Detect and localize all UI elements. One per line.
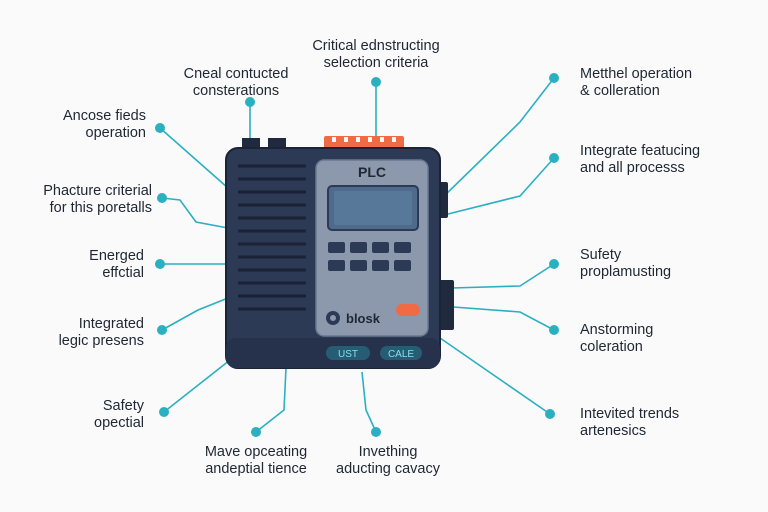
- callout-line: Sufety: [580, 247, 622, 263]
- keypad-key[interactable]: [328, 260, 345, 271]
- connector-right-5: [439, 337, 551, 415]
- keypad-key[interactable]: [372, 242, 389, 253]
- callout-line: artenesics: [580, 423, 647, 439]
- callout-line: Safety: [102, 398, 144, 414]
- keypad-key[interactable]: [328, 242, 345, 253]
- plc-device: PLC blosk UST CALE: [225, 136, 454, 369]
- callout-left-2: Phacture criterial for this poretalls: [4, 183, 152, 217]
- plc-title: PLC: [358, 164, 386, 180]
- callout-line: proplamusting: [580, 264, 672, 280]
- callout-right-3: Sufety proplamusting: [580, 247, 760, 281]
- callout-line: Critical ednstructing: [312, 38, 440, 54]
- terminal-pins: [332, 137, 396, 142]
- connector-left-4: [161, 297, 229, 331]
- brand-logo-inner: [330, 315, 336, 321]
- keypad-key[interactable]: [350, 242, 367, 253]
- connector-right-3: [451, 263, 555, 289]
- callout-line: Cneal contucted: [183, 66, 289, 82]
- callout-left-1: Ancose fieds operation: [10, 108, 146, 142]
- callout-right-1: Metthel operation & colleration: [580, 66, 760, 100]
- dot-top-center: [371, 77, 381, 87]
- dot-bottom-center: [371, 427, 381, 437]
- callout-line: aducting cavacy: [336, 461, 440, 477]
- callout-line: effctial: [102, 265, 144, 281]
- callout-line: opectial: [94, 415, 144, 431]
- keypad-key[interactable]: [394, 242, 411, 253]
- dot-left-3: [155, 259, 165, 269]
- callout-line: Ancose fieds: [62, 108, 146, 124]
- callout-line: Integrate featucing: [580, 143, 701, 159]
- callout-line: andeptial tience: [205, 461, 307, 477]
- dot-right-2: [549, 153, 559, 163]
- callout-line: & colleration: [580, 83, 660, 99]
- device-bottom-band: [226, 338, 440, 368]
- callout-line: Metthel operation: [580, 66, 693, 82]
- callout-line: Phacture criterial: [43, 183, 152, 199]
- callout-line: coleration: [580, 339, 643, 355]
- callout-line: consterations: [192, 83, 280, 99]
- ust-button: [326, 346, 370, 360]
- dot-right-3: [549, 259, 559, 269]
- cale-button-label[interactable]: CALE: [388, 349, 414, 360]
- dot-right-4: [549, 325, 559, 335]
- callout-right-5: Intevited trends artenesics: [580, 406, 760, 440]
- display-glass: [334, 191, 412, 225]
- callout-right-2: Integrate featucing and all processs: [580, 143, 760, 177]
- callout-line: Integrated: [78, 316, 144, 332]
- connector-bottom-center: [361, 371, 377, 433]
- callout-line: Anstorming: [580, 322, 654, 338]
- keypad-key[interactable]: [372, 260, 389, 271]
- connector-bottom-left: [255, 367, 287, 433]
- dot-left-1: [155, 123, 165, 133]
- speaker-grille: [238, 164, 306, 311]
- brand-name: blosk: [346, 311, 381, 326]
- callout-right-4: Anstorming coleration: [580, 322, 760, 356]
- callout-left-3: Energed effctial: [10, 248, 144, 282]
- connector-left-1: [159, 127, 229, 189]
- connector-left-2: [161, 197, 229, 229]
- dot-top-left: [245, 97, 255, 107]
- callout-bottom-center: Invething aducting cavacy: [318, 444, 458, 478]
- connector-left-5: [163, 359, 231, 413]
- callout-bottom-left: Mave opceating andeptial tience: [186, 444, 326, 478]
- callout-line: for this poretalls: [49, 200, 152, 216]
- dot-right-1: [549, 73, 559, 83]
- callout-top-left: Cneal contucted consterations: [166, 66, 306, 100]
- status-indicator: [396, 304, 420, 316]
- callout-line: legic presens: [58, 333, 144, 349]
- keypad: [328, 242, 411, 271]
- keypad-key[interactable]: [394, 260, 411, 271]
- callout-line: Mave opceating: [204, 444, 308, 460]
- callout-line: Intevited trends: [580, 406, 680, 422]
- callout-left-4: Integrated legic presens: [10, 316, 144, 350]
- cale-button: [380, 346, 422, 360]
- keypad-key[interactable]: [350, 260, 367, 271]
- callout-line: Invething: [358, 444, 418, 460]
- callout-line: and all processs: [580, 160, 685, 176]
- dot-left-5: [159, 407, 169, 417]
- connector-right-1: [439, 77, 555, 201]
- dot-bottom-left: [251, 427, 261, 437]
- dot-left-4: [157, 325, 167, 335]
- callout-top-center: Critical ednstructing selection criteria: [296, 38, 456, 72]
- callout-line: operation: [85, 125, 146, 141]
- connector-right-2: [439, 157, 555, 217]
- connector-lines: [159, 77, 555, 433]
- connector-dots: [155, 73, 559, 437]
- callout-line: Energed: [89, 248, 144, 264]
- dot-left-2: [157, 193, 167, 203]
- ust-button-label[interactable]: UST: [338, 349, 358, 360]
- connector-right-4: [439, 305, 555, 331]
- callout-line: selection criteria: [323, 55, 429, 71]
- dot-right-5: [545, 409, 555, 419]
- callout-left-5: Safety opectial: [10, 398, 144, 432]
